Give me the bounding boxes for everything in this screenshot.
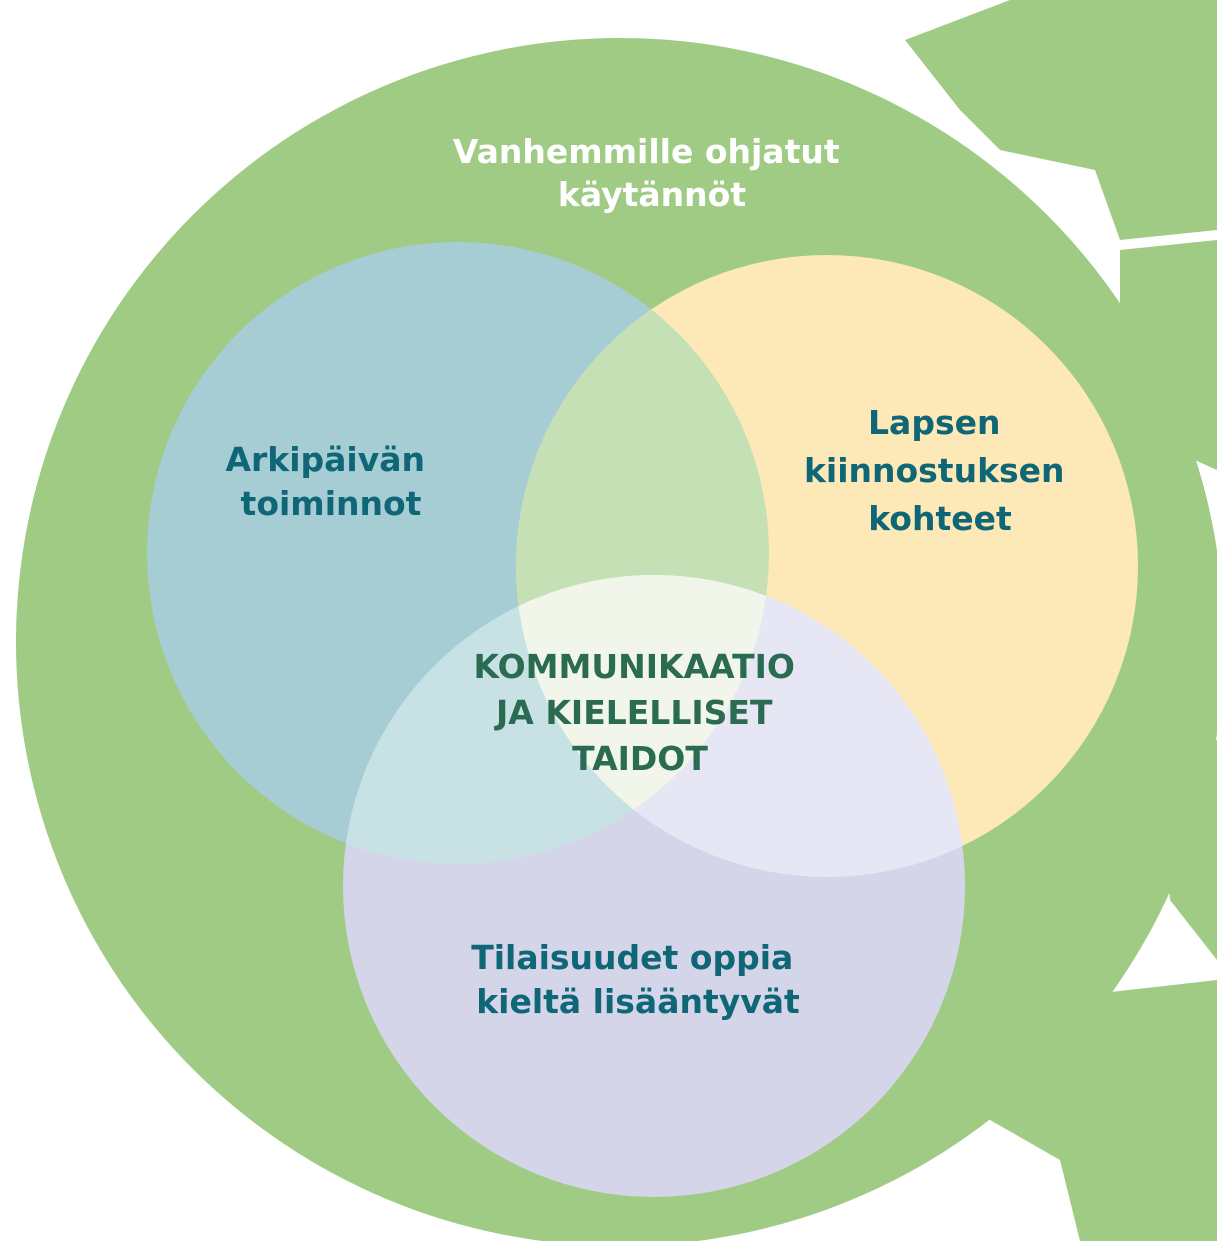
outer-label: Vanhemmille ohjatut käytännöt bbox=[453, 132, 851, 214]
center-label: KOMMUNIKAATIO JA KIELELLISET TAIDOT bbox=[474, 647, 807, 778]
decor-shape-top bbox=[905, 0, 1217, 240]
right-circle-label: Lapsen kiinnostuksen kohteet bbox=[804, 403, 1076, 538]
overlap-right-bottom bbox=[516, 575, 965, 877]
left-circle-label: Arkipäivän toiminnot bbox=[225, 440, 436, 523]
bottom-circle-label: Tilaisuudet oppia kieltä lisääntyvät bbox=[471, 938, 805, 1021]
overlap-left-bottom bbox=[343, 575, 769, 864]
